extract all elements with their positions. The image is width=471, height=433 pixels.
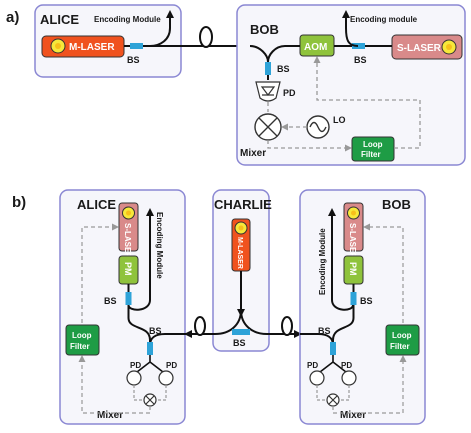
laser-dot-core-icon <box>126 210 131 216</box>
sine-wave-icon <box>309 121 327 133</box>
panel-b-charlie-title: CHARLIE <box>214 197 272 212</box>
encoding-arrow-a-bob <box>342 10 359 47</box>
bs-b-bob-lower-label: BS <box>318 326 331 336</box>
signal-line <box>267 140 352 152</box>
bs-b-alice-lower-label: BS <box>149 326 162 336</box>
encoding-b-alice-label: Encoding Module <box>155 212 164 279</box>
pd-b-alice-left-label: PD <box>130 361 141 370</box>
photodiode-icon <box>255 81 281 102</box>
part-b-label: b) <box>12 194 26 211</box>
mixer-b-alice-label: Mixer <box>97 410 123 421</box>
part-a-label: a) <box>6 9 19 26</box>
s-laser-a-label: S-LASER <box>397 43 442 54</box>
pm-b-alice-label: PM <box>123 262 133 276</box>
signal-line <box>78 355 151 414</box>
fiber-line <box>319 355 347 373</box>
pd-b-bob-right-label: PD <box>341 361 352 370</box>
fiber-line <box>214 309 268 335</box>
encoding-arrow-a-alice <box>149 10 174 47</box>
laser-dot-core-icon <box>351 210 356 216</box>
laser-dot-core-icon <box>446 44 452 50</box>
bs-b-alice-upper-label: BS <box>104 296 117 306</box>
beam-splitter-b-alice-lower <box>147 342 153 355</box>
panel-b-alice: ALICE S-LASER PM Encoding Module BS BS P… <box>59 189 190 425</box>
beam-splitter-b-charlie <box>232 329 250 335</box>
pd-a-label: PD <box>283 88 296 98</box>
photodiode-icon <box>309 370 325 386</box>
fiber-coil-a <box>199 26 213 48</box>
photodiode-icon <box>341 370 357 386</box>
fiber-coil-b-left <box>194 316 206 336</box>
signal-line <box>316 385 350 401</box>
mixer-a-label: Mixer <box>240 148 266 159</box>
loop-filter-b-bob-label-line1: Loop <box>392 331 412 340</box>
beam-splitter-b-bob-upper <box>350 292 357 305</box>
beam-splitter-a-alice <box>130 43 143 49</box>
encoding-b-bob-label: Encoding Module <box>318 228 327 295</box>
mixer-cross-icon <box>145 395 155 405</box>
signal-line <box>313 56 421 149</box>
photodiode-icon <box>126 370 142 386</box>
signal-line <box>363 223 404 323</box>
panel-b-charlie: CHARLIE M-LASER BS <box>212 189 272 352</box>
loop-filter-a <box>351 136 395 162</box>
panel-b-bob-title: BOB <box>382 197 411 212</box>
beam-splitter-b-bob-lower <box>330 342 336 355</box>
bs-a-bob-center-label: BS <box>277 64 290 74</box>
beam-splitter-a-bob-center <box>265 62 271 75</box>
mixer-cross-icon <box>258 117 278 137</box>
panel-b-bob: BOB Encoding Module S-LASER PM BS BS PD … <box>299 189 426 425</box>
m-laser-b-charlie-label: M-LASER <box>236 237 243 269</box>
panel-a-alice-encoding-label: Encoding Module <box>94 15 161 24</box>
signal-line <box>332 355 407 414</box>
panel-a-bob-encoding-label: Encoding module <box>350 15 418 24</box>
encoding-arrow-b-bob <box>328 208 354 311</box>
aom-label: AOM <box>304 42 327 53</box>
panel-b-alice-title: ALICE <box>77 197 116 212</box>
m-laser-a-label: M-LASER <box>69 42 115 53</box>
fiber-line <box>136 355 164 373</box>
s-laser-b-alice-label: S-LASER <box>123 223 132 258</box>
signal-line <box>81 223 119 323</box>
bs-a-bob-right-label: BS <box>354 55 367 65</box>
bs-a-alice-label: BS <box>127 55 140 65</box>
fiber-coil-b-right <box>281 316 293 336</box>
loop-filter-a-label-line2: Filter <box>361 150 381 159</box>
loop-filter-b-alice-label-line2: Filter <box>70 342 90 351</box>
fiber-line <box>249 45 269 80</box>
beam-splitter-a-bob-right <box>352 43 365 49</box>
loop-filter-b-alice-label-line1: Loop <box>72 331 92 340</box>
signal-line <box>133 385 167 401</box>
panel-a-alice-title: ALICE <box>40 12 79 27</box>
beam-splitter-b-alice-upper <box>125 292 132 305</box>
photodiode-symbol-icon <box>260 86 276 96</box>
photodiode-icon <box>158 370 174 386</box>
panel-a-alice: ALICE Encoding Module M-LASER BS <box>34 4 182 78</box>
laser-dot-core-icon <box>238 225 244 231</box>
lo-label: LO <box>333 115 346 125</box>
loop-filter-b-bob-label-line2: Filter <box>390 342 410 351</box>
pm-b-bob-label: PM <box>348 262 358 276</box>
pd-b-alice-right-label: PD <box>166 361 177 370</box>
mixer-b-bob-label: Mixer <box>340 410 366 421</box>
pd-b-bob-left-label: PD <box>307 361 318 370</box>
bs-b-charlie-label: BS <box>233 338 246 348</box>
s-laser-b-bob-label: S-LASER <box>348 223 357 258</box>
mixer-cross-icon <box>328 395 338 405</box>
panel-a-bob: BOB Encoding module S-LASER AOM BS BS PD… <box>236 4 466 166</box>
bs-b-bob-upper-label: BS <box>360 296 373 306</box>
laser-dot-core-icon <box>55 43 61 49</box>
loop-filter-a-label-line1: Loop <box>363 140 383 149</box>
panel-a-bob-title: BOB <box>250 22 279 37</box>
